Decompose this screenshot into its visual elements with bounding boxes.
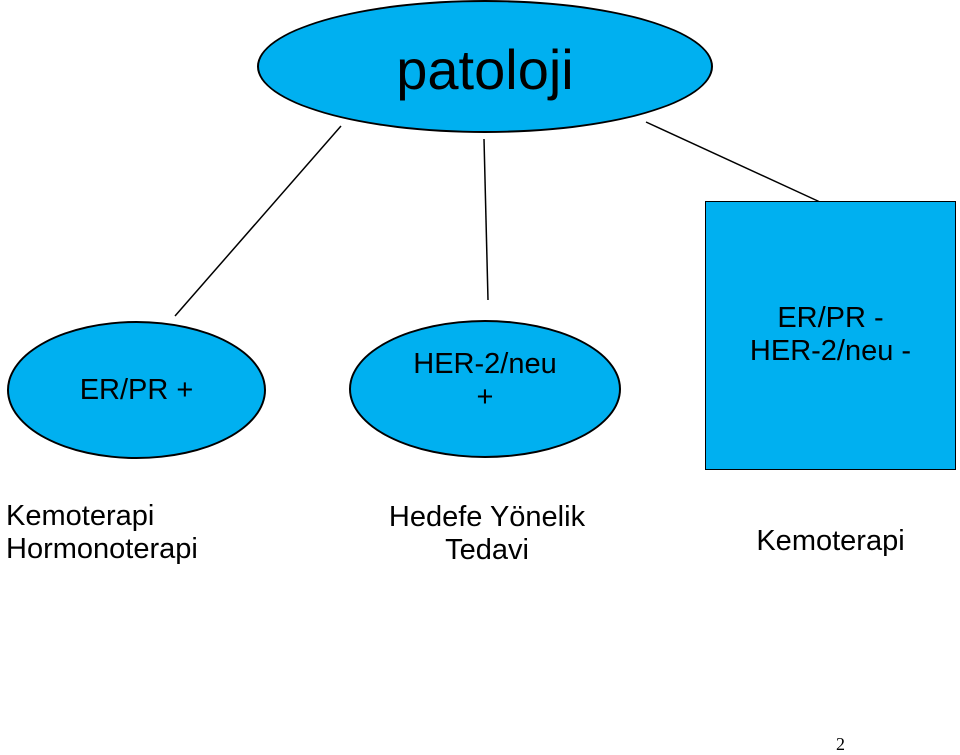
treatment-triple-negative-line1: Kemoterapi bbox=[756, 525, 905, 557]
node-er-pr-positive: ER/PR + bbox=[7, 321, 266, 459]
node-her2-positive-label-line1: HER-2/neu bbox=[413, 347, 557, 380]
connector-root-to-er-pr-positive bbox=[174, 125, 342, 317]
root-node-ellipse: patoloji bbox=[257, 0, 713, 133]
node-triple-negative-label-line2: HER-2/neu - bbox=[749, 335, 912, 368]
treatment-er-pr-positive-line1: Kemoterapi bbox=[6, 500, 155, 532]
node-her2-positive: HER-2/neu + bbox=[349, 320, 621, 458]
treatment-her2-positive-line2: Tedavi bbox=[445, 534, 529, 567]
root-node-label: patoloji bbox=[396, 37, 574, 101]
connector-root-to-her2-positive bbox=[483, 138, 489, 301]
node-triple-negative-box: ER/PR - HER-2/neu - bbox=[705, 201, 956, 470]
node-er-pr-positive-label: ER/PR + bbox=[79, 374, 194, 407]
node-her2-positive-label-line2: + bbox=[476, 381, 494, 413]
treatment-er-pr-positive: Kemoterapi Hormonoterapi bbox=[6, 500, 198, 567]
treatment-er-pr-positive-line2: Hormonoterapi bbox=[6, 533, 198, 566]
page-number: 2 bbox=[836, 734, 845, 754]
connector-root-to-triple-negative bbox=[645, 121, 821, 203]
node-triple-negative-label-line1: ER/PR - bbox=[777, 302, 884, 334]
treatment-her2-positive-line1: Hedefe Yönelik bbox=[388, 501, 586, 533]
treatment-her2-positive: Hedefe Yönelik Tedavi bbox=[351, 501, 623, 568]
treatment-triple-negative: Kemoterapi bbox=[705, 525, 956, 558]
